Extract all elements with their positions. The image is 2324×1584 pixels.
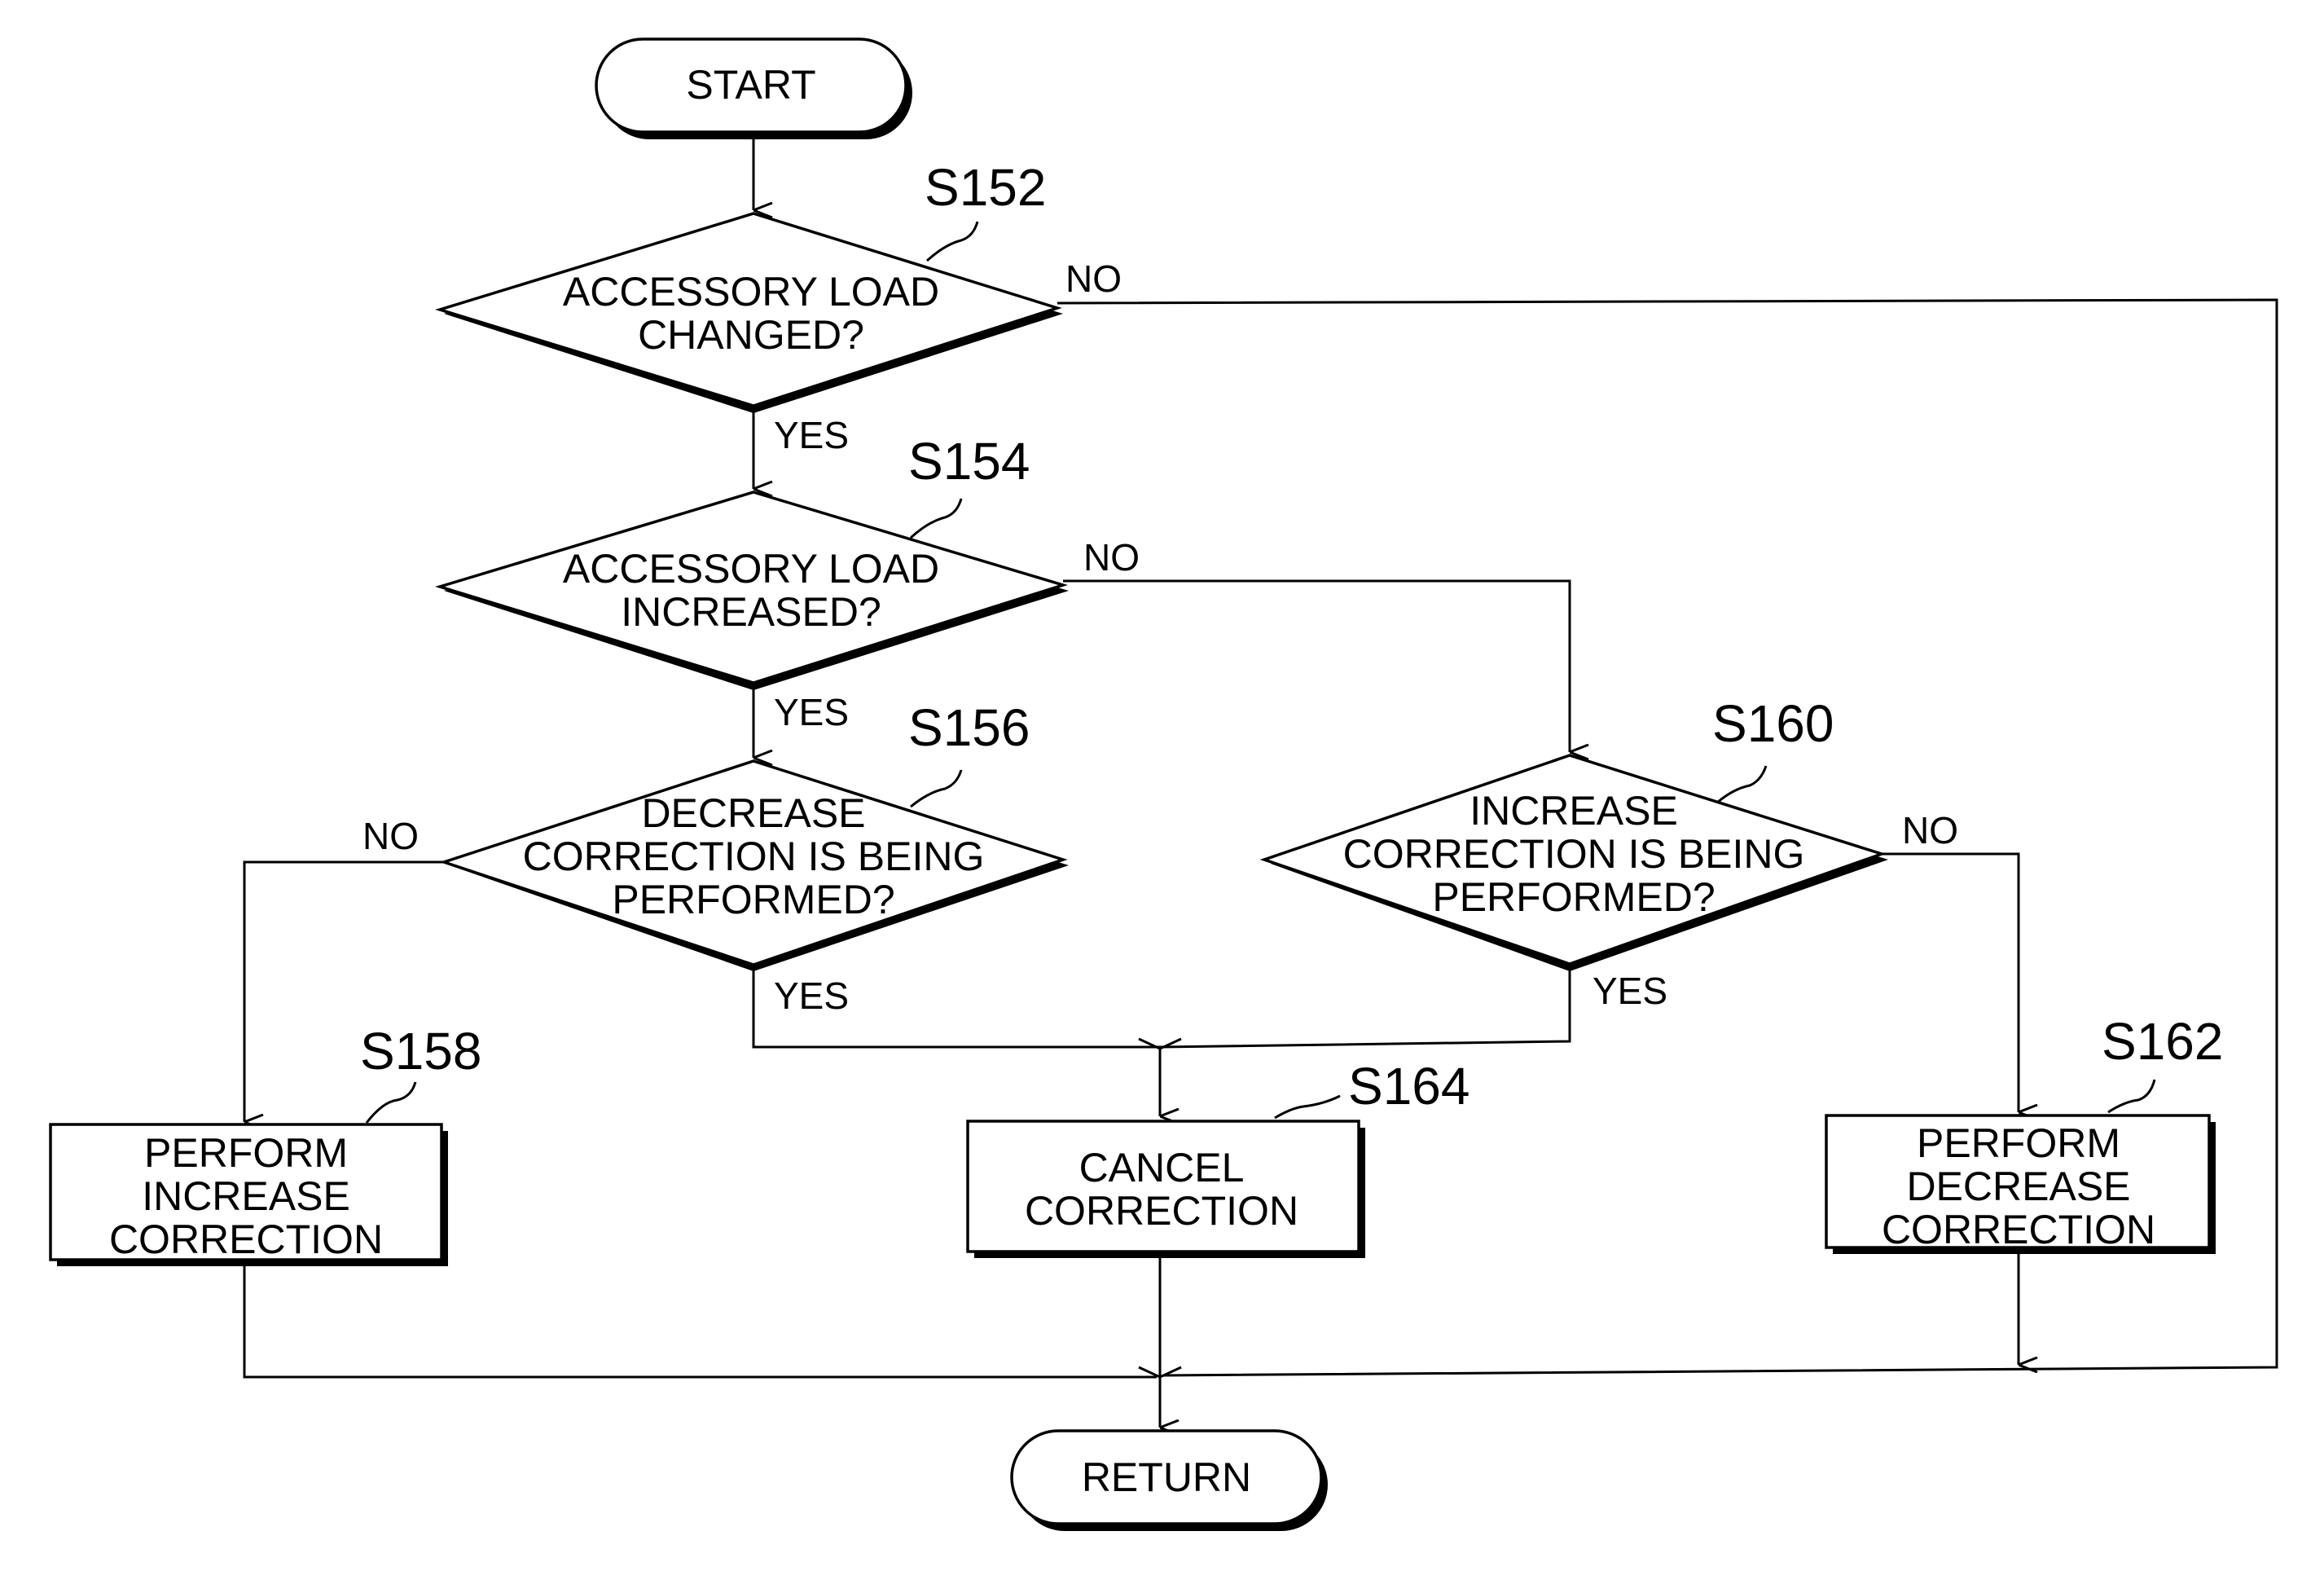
s160-line2: CORRECTION IS BEING [1343,831,1805,877]
process-s164: CANCEL CORRECTION S164 [968,1057,1470,1258]
s152-line1: ACCESSORY LOAD [563,269,939,315]
s162-line1: PERFORM [1917,1120,2120,1166]
s154-yes-label: YES [774,691,849,733]
s160-line3: PERFORMED? [1432,874,1715,920]
process-s162: PERFORM DECREASE CORRECTION S162 [1826,1012,2223,1254]
s152-line2: CHANGED? [638,312,864,358]
s154-line1: ACCESSORY LOAD [563,546,939,592]
arrow-s160-no [1882,854,2019,1112]
process-s158: PERFORM INCREASE CORRECTION S158 [51,1022,481,1266]
s160-line1: INCREASE [1470,788,1678,834]
s152-yes-label: YES [774,414,849,456]
s160-yes-label: YES [1593,970,1667,1012]
s156-step-label: S156 [908,698,1030,757]
s156-yes-label: YES [774,975,849,1017]
s162-step-label: S162 [2102,1012,2223,1071]
s156-leader [911,770,961,807]
s156-line2: CORRECTION IS BEING [523,834,985,879]
s160-leader [1717,766,1766,803]
s156-no-label: NO [362,815,419,857]
s162-line2: DECREASE [1906,1164,2130,1209]
s164-leader [1275,1096,1340,1118]
line-s158-out [244,1261,1157,1377]
s158-leader [367,1082,415,1123]
s152-no-label: NO [1065,257,1122,300]
s164-step-label: S164 [1348,1057,1470,1115]
s160-no-label: NO [1902,809,1958,851]
decision-s156: DECREASE CORRECTION IS BEING PERFORMED? … [444,698,1069,971]
s152-leader [927,222,977,261]
s162-line3: CORRECTION [1882,1207,2155,1252]
s154-no-label: NO [1083,536,1140,579]
return-label: RETURN [1082,1454,1251,1500]
line-s160-yes [1160,966,1570,1047]
return-terminal: RETURN [1012,1431,1328,1531]
s162-leader [2108,1080,2155,1112]
s152-step-label: S152 [925,158,1046,217]
s154-leader [911,499,961,538]
s160-step-label: S160 [1712,694,1834,753]
s164-line2: CORRECTION [1025,1188,1298,1234]
s154-step-label: S154 [908,432,1030,491]
decision-s152: ACCESSORY LOAD CHANGED? S152 [440,158,1063,413]
s156-line3: PERFORMED? [612,877,894,922]
s154-line2: INCREASED? [621,589,881,635]
start-label: START [686,62,815,108]
s158-line3: CORRECTION [109,1217,383,1262]
start-terminal: START [596,39,912,139]
s156-line1: DECREASE [641,790,865,836]
s158-step-label: S158 [360,1022,481,1080]
s158-line1: PERFORM [144,1130,348,1176]
s158-line2: INCREASE [142,1173,350,1219]
arrow-s154-no [1063,581,1570,752]
decision-s160: INCREASE CORRECTION IS BEING PERFORMED? … [1264,694,1888,971]
s164-line1: CANCEL [1079,1145,1245,1190]
